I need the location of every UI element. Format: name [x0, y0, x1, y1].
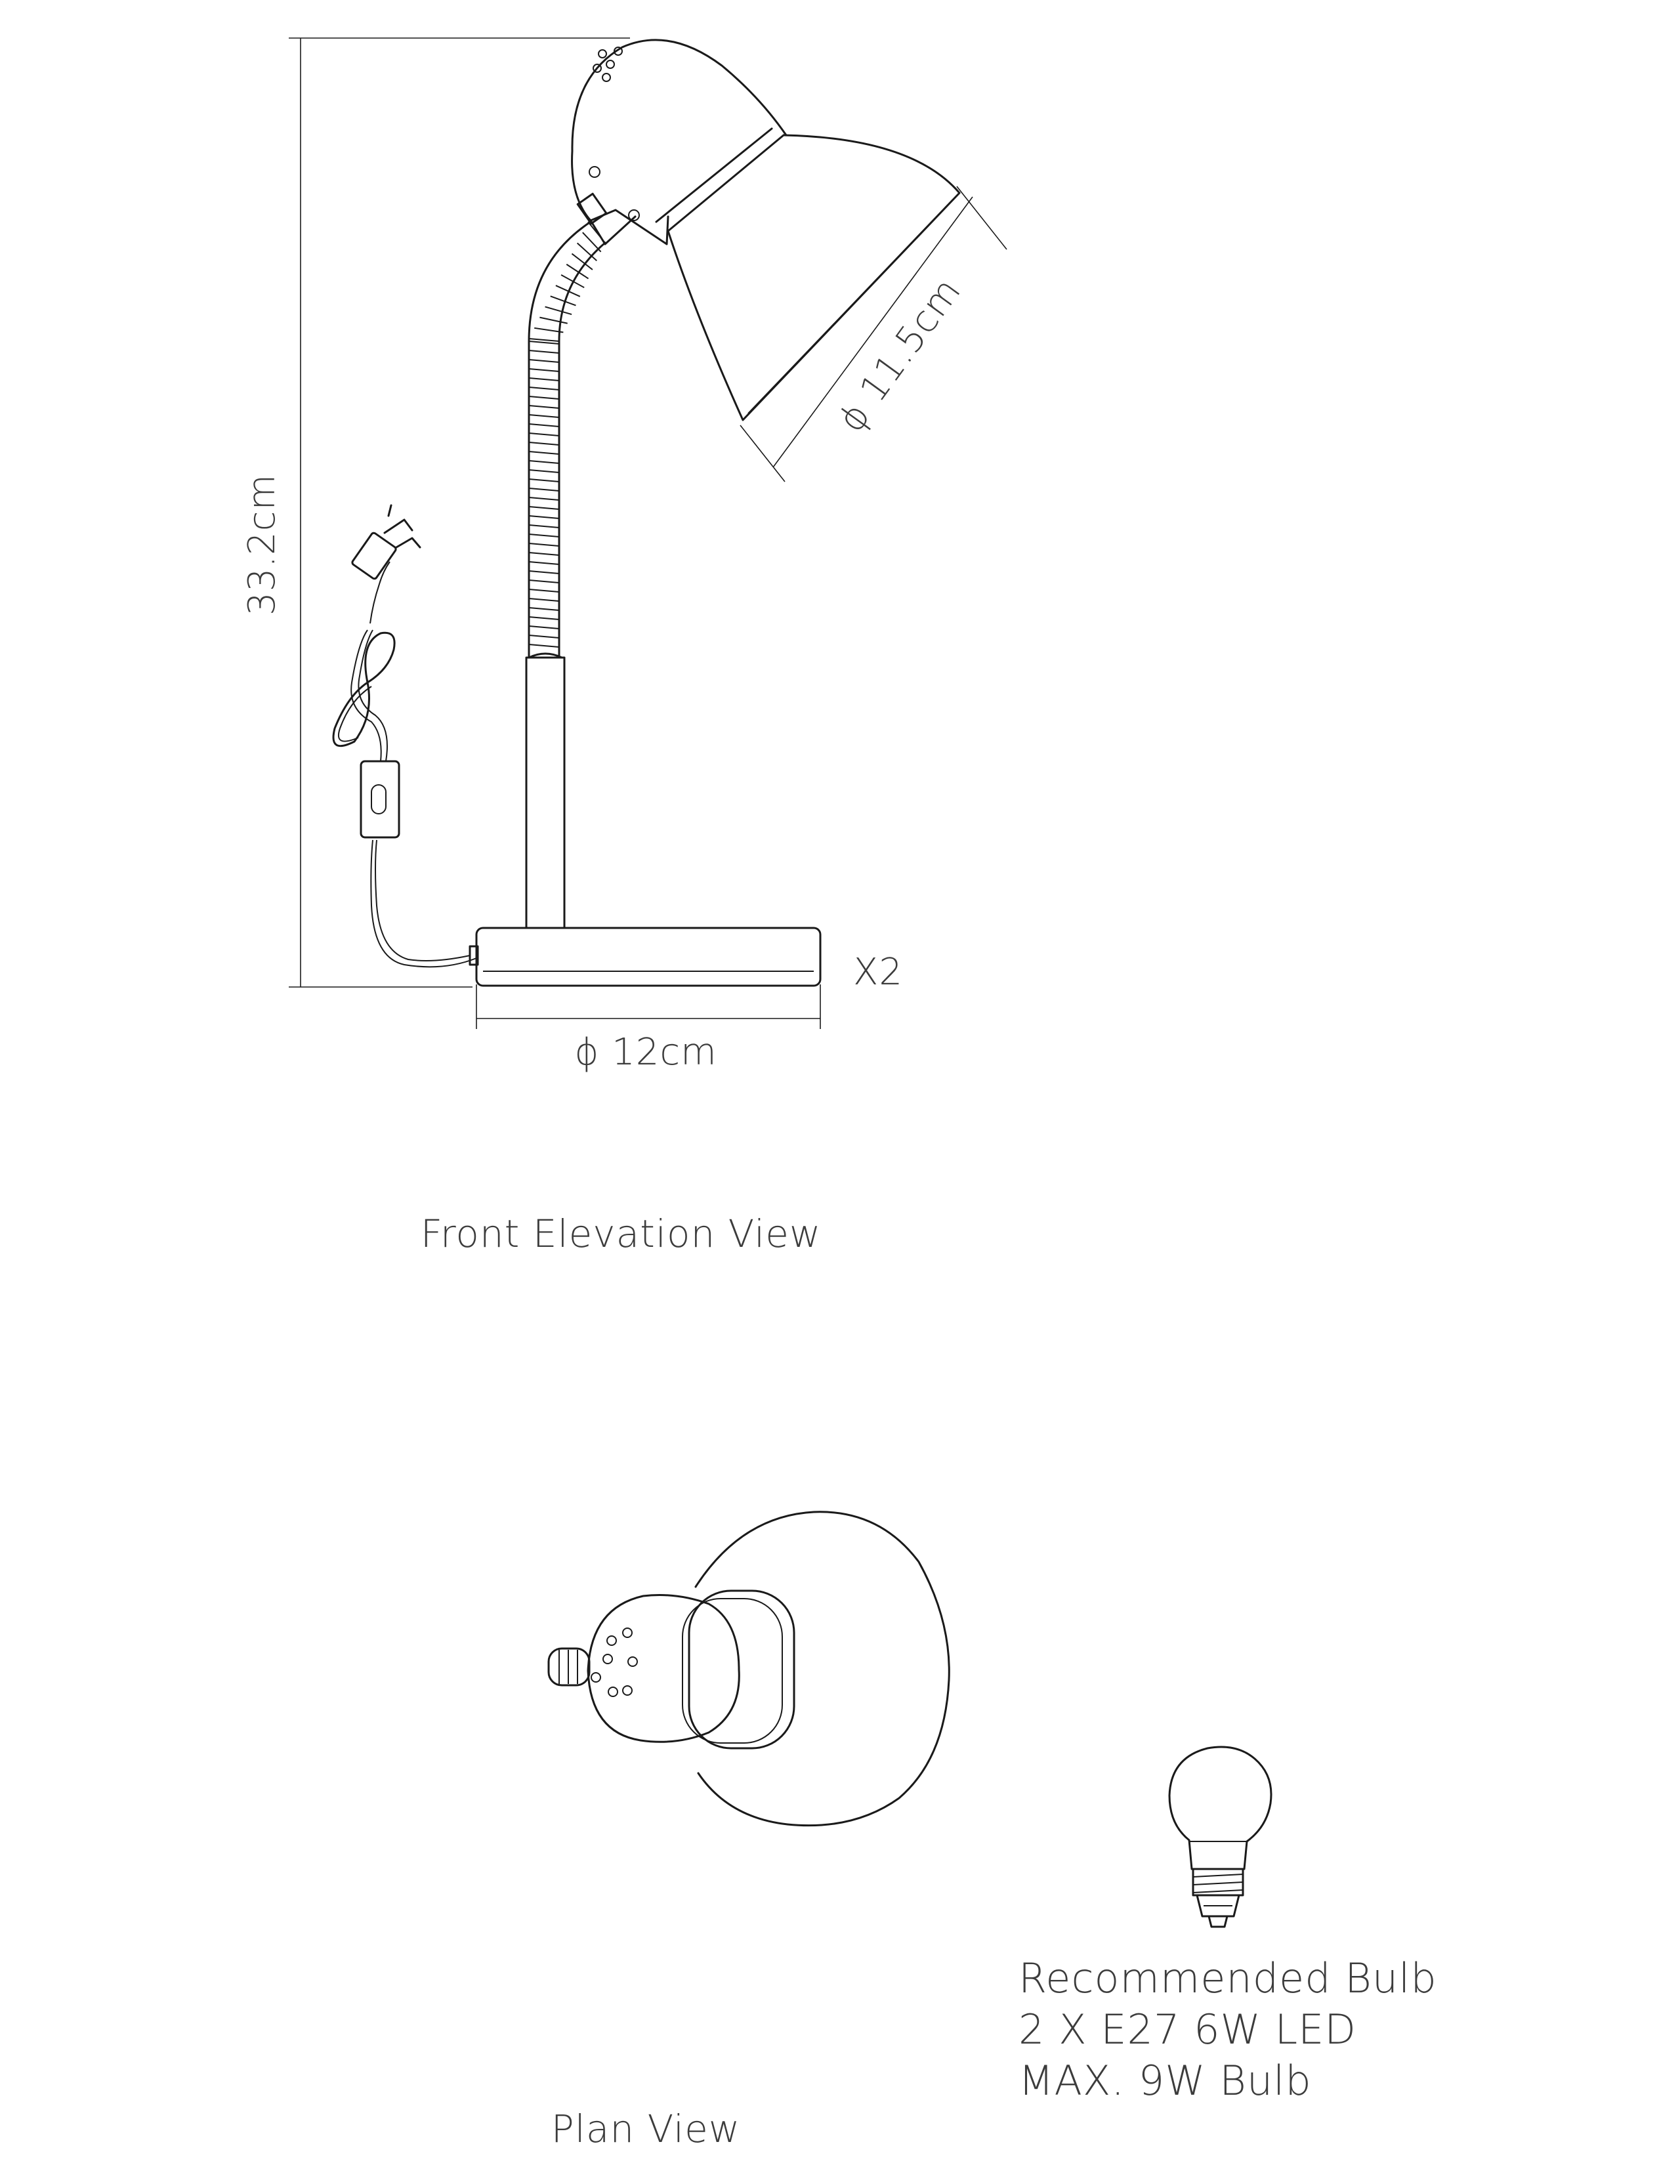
gooseneck-rib — [528, 414, 560, 418]
gooseneck-rib — [560, 274, 585, 289]
bulb-icon — [1168, 1746, 1272, 1870]
gooseneck-rib — [528, 561, 560, 565]
shade-vent-holes — [593, 47, 623, 82]
gooseneck-rib — [528, 598, 560, 602]
gooseneck-rib — [528, 359, 560, 363]
gooseneck-rib — [528, 442, 560, 446]
gooseneck-rib — [528, 350, 560, 354]
shade-dimension-line — [740, 186, 1007, 482]
gooseneck-rib — [555, 285, 581, 297]
gooseneck-rib — [528, 432, 560, 436]
gooseneck-rib — [545, 306, 572, 316]
plug — [351, 532, 397, 580]
gooseneck-rib — [528, 570, 560, 574]
front-elevation-title: Front Elevation View — [421, 1211, 822, 1256]
base-diameter-label: ϕ 12cm — [574, 1031, 717, 1074]
gooseneck-rib — [528, 635, 560, 639]
gooseneck-rib — [550, 295, 576, 306]
plan-head — [587, 1594, 740, 1743]
base-dimension-line — [476, 984, 821, 1029]
gooseneck-rib — [528, 497, 560, 501]
gooseneck-rib — [528, 423, 560, 427]
gooseneck-rib — [528, 625, 560, 629]
height-dimension-label: 33.2cm — [241, 474, 284, 616]
gooseneck-rib — [528, 469, 560, 473]
front-elevation-drawing: 33.2cm ϕ 11.5cm ϕ 12cm X2 Front Elevatio… — [241, 37, 1007, 1256]
inline-switch — [360, 760, 400, 839]
gooseneck-rib — [528, 396, 560, 400]
gooseneck-rib — [528, 377, 560, 381]
plan-neck-stub — [547, 1647, 591, 1687]
gooseneck-rib — [528, 405, 560, 409]
lamp-stem — [525, 652, 566, 929]
bulb-screw-base — [1192, 1868, 1244, 1928]
gooseneck-rib — [528, 368, 560, 372]
gooseneck-rib — [566, 263, 589, 280]
plan-shade-outline — [694, 1511, 950, 1827]
gooseneck-rib — [571, 253, 593, 270]
gooseneck-rib — [528, 451, 560, 455]
gooseneck-rib — [528, 478, 560, 482]
gooseneck-rib — [528, 488, 560, 492]
bulb-max-line: MAX. 9W Bulb — [1018, 2057, 1312, 2105]
plan-vent-holes — [591, 1628, 638, 1697]
power-cable — [332, 504, 477, 968]
gooseneck-rib — [576, 242, 597, 262]
bulb-drawing: Recommended Bulb 2 X E27 6W LED MAX. 9W … — [1018, 1746, 1437, 2105]
gooseneck-rib — [528, 387, 560, 390]
gooseneck-rib — [528, 515, 560, 519]
gooseneck-rib — [528, 607, 560, 611]
bulb-spec-line: 2 X E27 6W LED — [1018, 2006, 1356, 2053]
gooseneck-rib — [528, 552, 560, 556]
height-dimension-line — [289, 37, 630, 988]
gooseneck-rib — [528, 524, 560, 528]
plan-view-drawing: Plan View — [547, 1511, 950, 2151]
gooseneck-rib — [528, 460, 560, 464]
gooseneck-ribs — [528, 221, 606, 648]
lamp-gooseneck — [528, 220, 606, 658]
quantity-label: X2 — [853, 951, 903, 994]
lamp-shade — [571, 39, 961, 421]
gooseneck-rib — [528, 579, 560, 583]
gooseneck-rib — [528, 534, 560, 537]
plan-view-title: Plan View — [551, 2107, 740, 2151]
plan-collar — [688, 1589, 795, 1750]
gooseneck-rib — [534, 327, 564, 333]
gooseneck-rib — [582, 232, 602, 253]
gooseneck-rib — [528, 644, 560, 648]
gooseneck-rib — [528, 338, 560, 342]
gooseneck-rib — [528, 506, 560, 510]
gooseneck-rib — [528, 616, 560, 620]
gooseneck-rib — [528, 543, 560, 547]
gooseneck-rib — [528, 341, 560, 345]
bulb-recommended-title: Recommended Bulb — [1018, 1954, 1437, 2002]
lamp-base — [469, 927, 822, 987]
gooseneck-rib — [528, 589, 560, 593]
gooseneck-rib — [539, 316, 568, 324]
